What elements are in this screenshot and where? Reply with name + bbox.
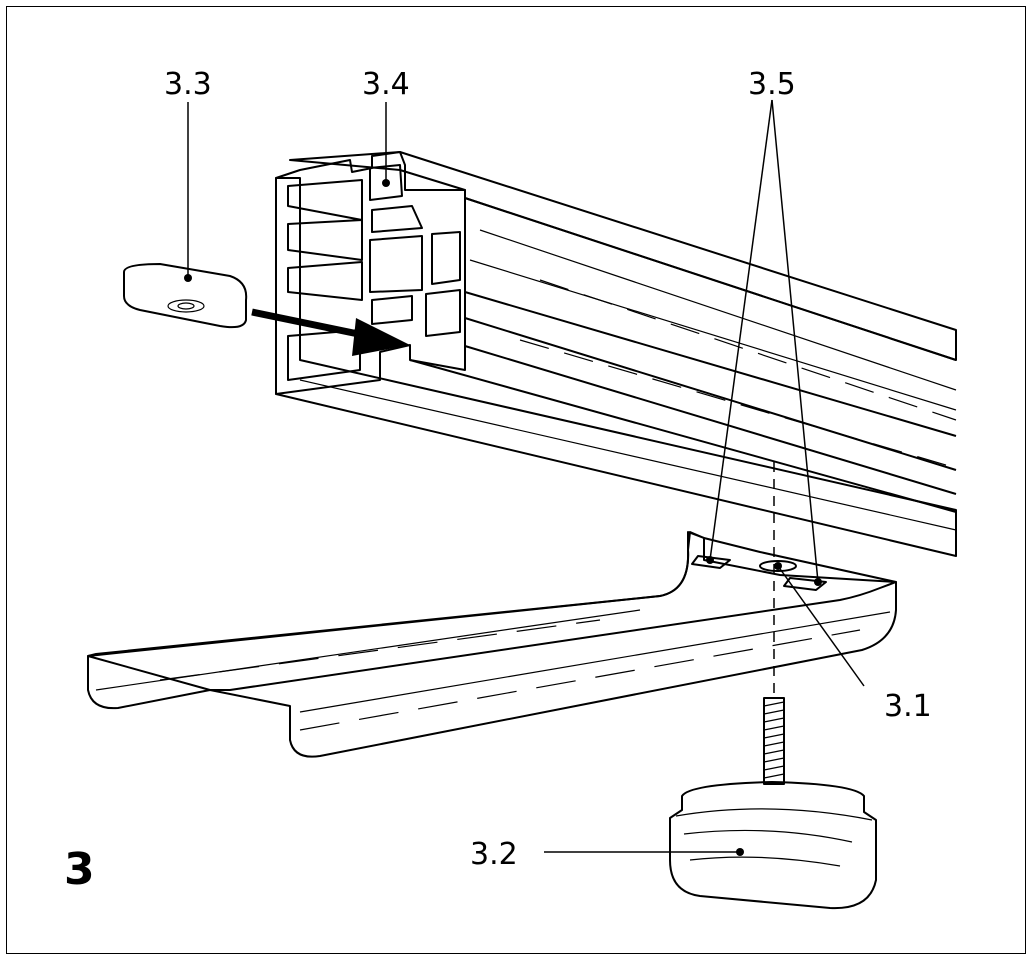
callout-3-4: 3.4 — [362, 67, 410, 102]
step-number: 3 — [64, 844, 95, 895]
callout-3-5: 3.5 — [748, 67, 796, 102]
callout-3-3: 3.3 — [164, 67, 212, 102]
diagram-frame — [6, 6, 1026, 954]
insert-arrow — [251, 308, 410, 356]
part-3-2-leveling-foot — [669, 697, 877, 910]
callout-3-2: 3.2 — [470, 837, 518, 872]
rail-profile — [275, 151, 957, 557]
part-3-3-slide-nut — [123, 263, 248, 329]
tray-bracket — [87, 531, 897, 758]
callout-3-1: 3.1 — [884, 689, 932, 724]
callout-leaders — [187, 99, 865, 853]
